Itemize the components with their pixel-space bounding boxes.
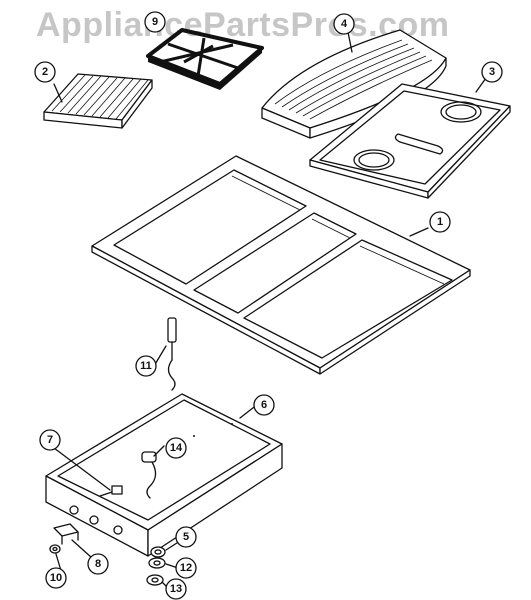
callout-13-label: 13 (170, 583, 182, 595)
callout-14-label: 14 (170, 442, 183, 454)
callout-14: 14 (165, 437, 187, 459)
callout-1: 1 (429, 211, 451, 233)
grill-grate-part (43, 73, 153, 129)
callout-10-label: 10 (50, 572, 62, 584)
callout-4: 4 (333, 13, 355, 35)
callout-3-label: 3 (489, 66, 495, 78)
callout-2-label: 2 (42, 66, 48, 78)
callout-6: 6 (253, 394, 275, 416)
callout-10: 10 (45, 567, 67, 589)
callout-9-label: 9 (152, 16, 158, 28)
callout-8: 8 (87, 553, 109, 575)
callout-5: 5 (175, 526, 197, 548)
callout-5-label: 5 (183, 531, 189, 543)
nut-part-10 (49, 544, 61, 554)
drip-pan-part (45, 393, 283, 557)
bracket-part (53, 523, 79, 545)
callout-7: 7 (39, 429, 61, 451)
callout-9: 9 (144, 11, 166, 33)
nut-part-12 (148, 557, 166, 569)
cooktop-frame-part (91, 155, 471, 375)
callout-1-label: 1 (437, 216, 443, 228)
callout-12: 12 (175, 557, 197, 579)
callout-7-label: 7 (47, 434, 53, 446)
nut-part-13 (146, 574, 164, 586)
callout-11-label: 11 (140, 360, 152, 372)
callout-11: 11 (135, 355, 157, 377)
callout-3: 3 (481, 61, 503, 83)
probe-part (167, 317, 177, 391)
callout-8-label: 8 (95, 558, 101, 570)
callout-6-label: 6 (261, 399, 267, 411)
callout-4-label: 4 (341, 18, 348, 30)
burner-grate-part (146, 28, 264, 90)
callout-13: 13 (165, 578, 187, 600)
cooktop-panel-part (309, 83, 511, 199)
callout-12-label: 12 (180, 562, 192, 574)
callout-2: 2 (34, 61, 56, 83)
nut-part-5 (150, 546, 166, 558)
